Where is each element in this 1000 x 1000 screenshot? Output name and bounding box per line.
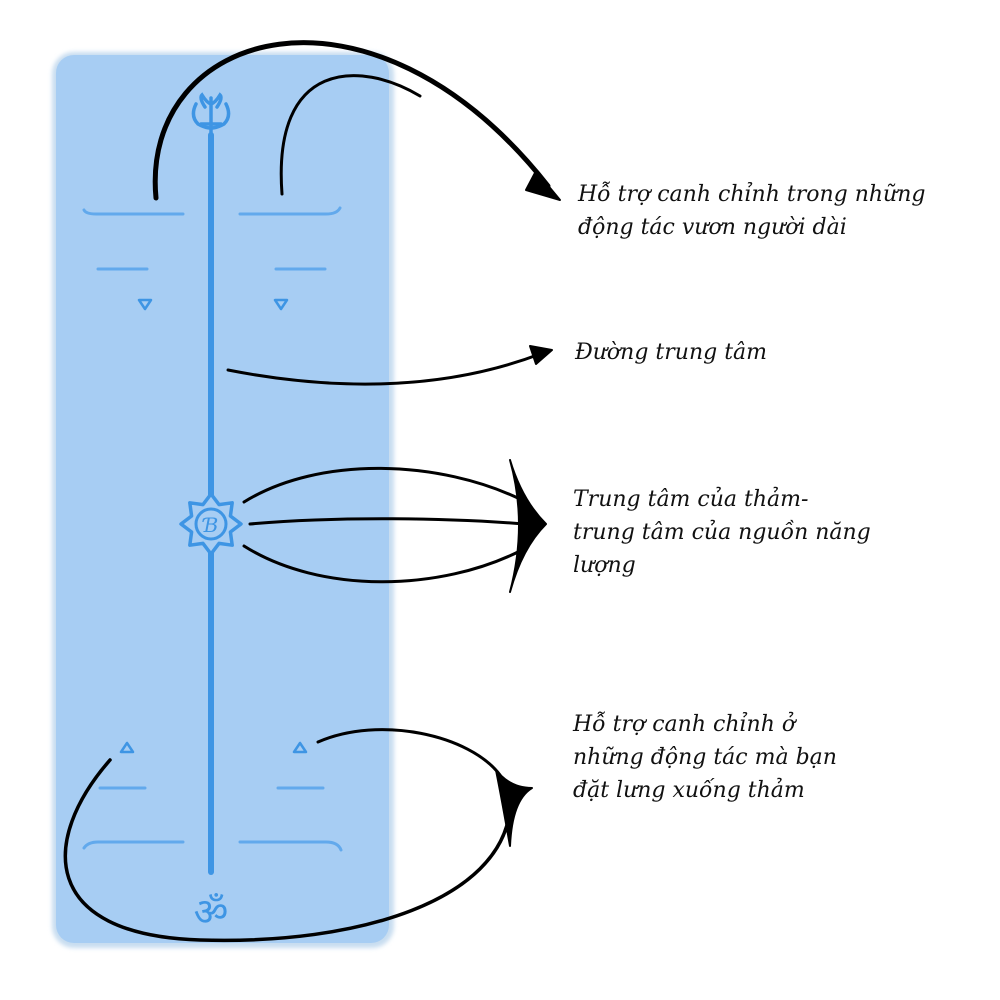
bottom-left-guide	[82, 840, 185, 850]
label-stretch-line2: động tác vươn người dài	[578, 215, 847, 240]
center-line-arrowhead	[529, 345, 553, 365]
center-line-arrow	[226, 352, 542, 386]
top-left-guide	[82, 208, 185, 216]
bottom-right-guide	[238, 840, 343, 852]
mat-center-arrow-bottom	[242, 544, 524, 584]
mat-body	[56, 55, 389, 943]
emblem-letter: Ɓ	[202, 513, 219, 537]
stretch-arrow-inner	[279, 74, 422, 196]
triangle-up-right-icon	[292, 741, 308, 754]
flower-emblem-icon: Ɓ	[179, 492, 243, 556]
label-mat-center-line2: trung tâm của nguồn năng	[573, 520, 871, 545]
triangle-down-right-icon	[273, 298, 289, 311]
trident-icon	[191, 92, 231, 136]
label-center-line-line1: Đường trung tâm	[575, 340, 768, 365]
label-lying-line1: Hỗ trợ canh chỉnh ở	[573, 712, 796, 737]
triangle-markers	[119, 298, 308, 754]
label-lying-alignment: Hỗ trợ canh chỉnh ở những động tác mà bạ…	[573, 708, 837, 807]
stretch-arrowhead	[525, 170, 561, 201]
stretch-arrow-outer	[152, 40, 551, 201]
label-mat-center: Trung tâm của thảm- trung tâm của nguồn …	[573, 483, 871, 582]
label-mat-center-line3: lượng	[573, 553, 636, 578]
label-center-line: Đường trung tâm	[575, 336, 767, 369]
lying-arrow-outer	[63, 758, 512, 943]
lying-arrowhead	[495, 769, 533, 847]
om-glyph: ॐ	[194, 890, 229, 934]
label-mat-center-line1: Trung tâm của thảm-	[573, 487, 809, 512]
mat-center-arrowhead	[509, 459, 547, 593]
triangle-up-left-icon	[119, 741, 135, 754]
om-icon: ॐ	[194, 855, 229, 934]
label-stretch-line1: Hỗ trợ canh chỉnh trong những	[578, 182, 926, 207]
yoga-mat	[52, 52, 394, 948]
mat-center-arrow-top	[242, 466, 524, 504]
label-stretch-alignment: Hỗ trợ canh chỉnh trong những động tác v…	[578, 178, 925, 244]
label-lying-line3: đặt lưng xuống thảm	[573, 778, 805, 803]
top-right-guide	[238, 206, 342, 216]
triangle-down-left-icon	[137, 298, 153, 311]
lying-arrow-inner	[316, 728, 502, 777]
label-lying-line2: những động tác mà bạn	[573, 745, 837, 770]
mat-center-arrow-middle	[248, 517, 526, 526]
annotation-arrows	[63, 40, 561, 943]
